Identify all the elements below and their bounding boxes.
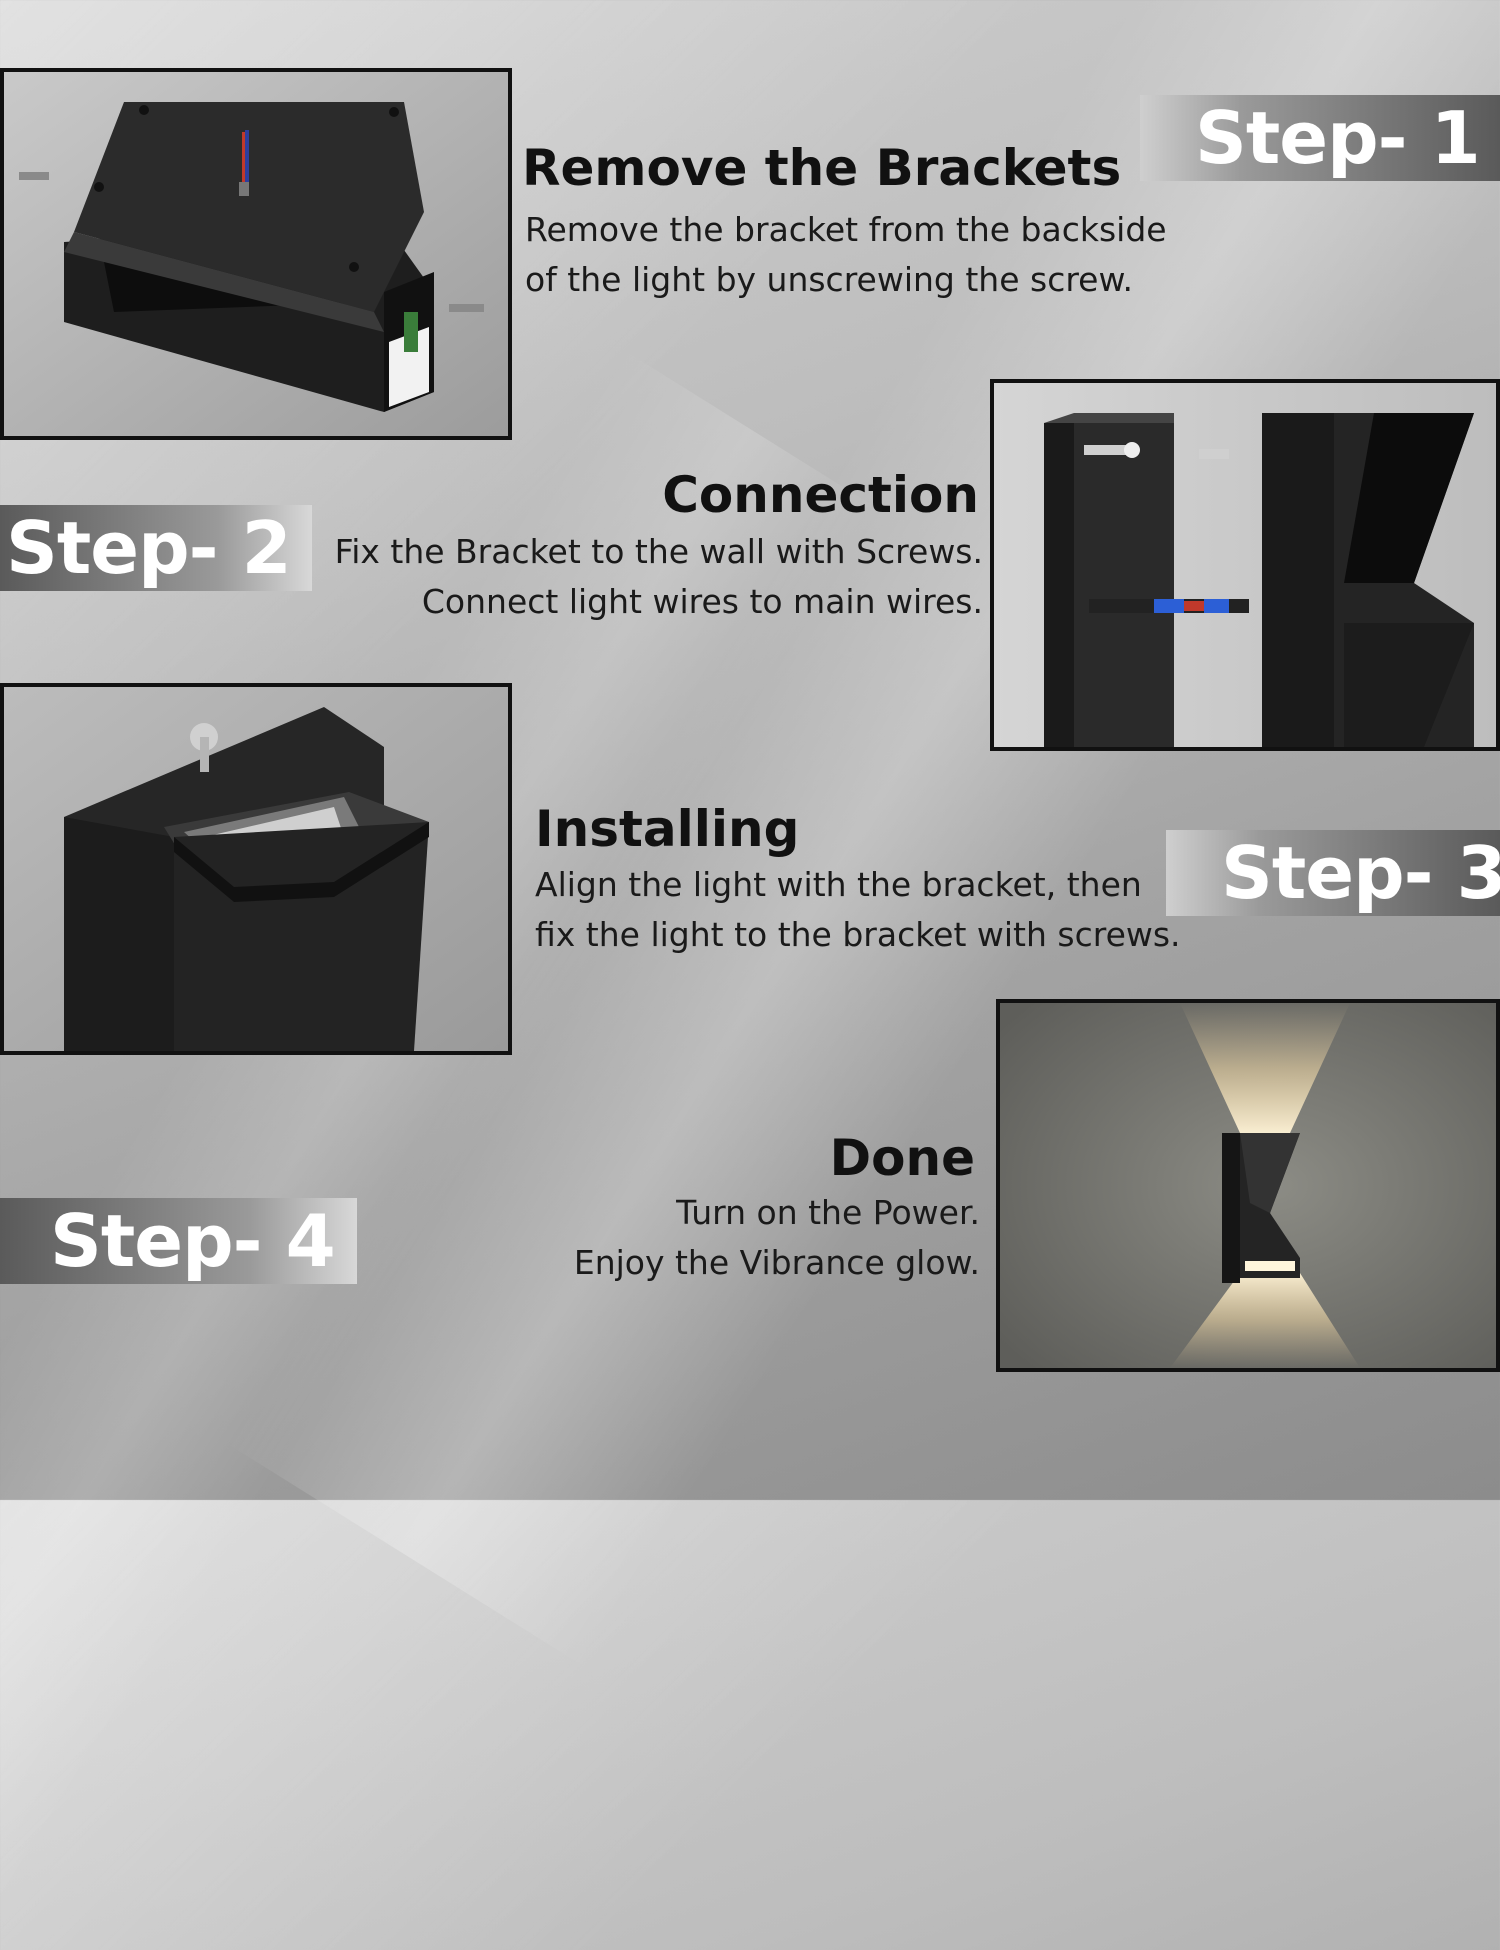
step-2-photo [990, 379, 1500, 751]
step-1-description: Remove the bracket from the backside of … [525, 205, 1167, 305]
step-3-photo [0, 683, 512, 1055]
step-2-line-1: Fix the Bracket to the wall with Screws. [334, 532, 983, 571]
step-4-title: Done [829, 1129, 975, 1187]
step-4-description: Turn on the Power. Enjoy the Vibrance gl… [574, 1188, 980, 1288]
step-2-badge: Step- 2 [0, 505, 312, 591]
step-3-title: Installing [535, 800, 800, 858]
step-3-line-2: fix the light to the bracket with screws… [535, 915, 1181, 954]
step-2-title: Connection [662, 466, 979, 524]
step-2-description: Fix the Bracket to the wall with Screws.… [335, 527, 983, 627]
step-1-title: Remove the Brackets [522, 139, 1122, 197]
step-1-photo [0, 68, 512, 440]
step-1-line-1: Remove the bracket from the backside [525, 210, 1167, 249]
step-4-line-1: Turn on the Power. [676, 1193, 980, 1232]
step-1-badge: Step- 1 [1140, 95, 1500, 181]
step-3-badge: Step- 3 [1166, 830, 1500, 916]
step-1-line-2: of the light by unscrewing the screw. [525, 260, 1133, 299]
step-4-photo [996, 999, 1500, 1372]
step-4-badge: Step- 4 [0, 1198, 357, 1284]
step-3-line-1: Align the light with the bracket, then [535, 865, 1142, 904]
step-2-line-2: Connect light wires to main wires. [421, 582, 983, 621]
step-4-line-2: Enjoy the Vibrance glow. [573, 1243, 980, 1282]
step-3-description: Align the light with the bracket, then f… [535, 860, 1181, 960]
